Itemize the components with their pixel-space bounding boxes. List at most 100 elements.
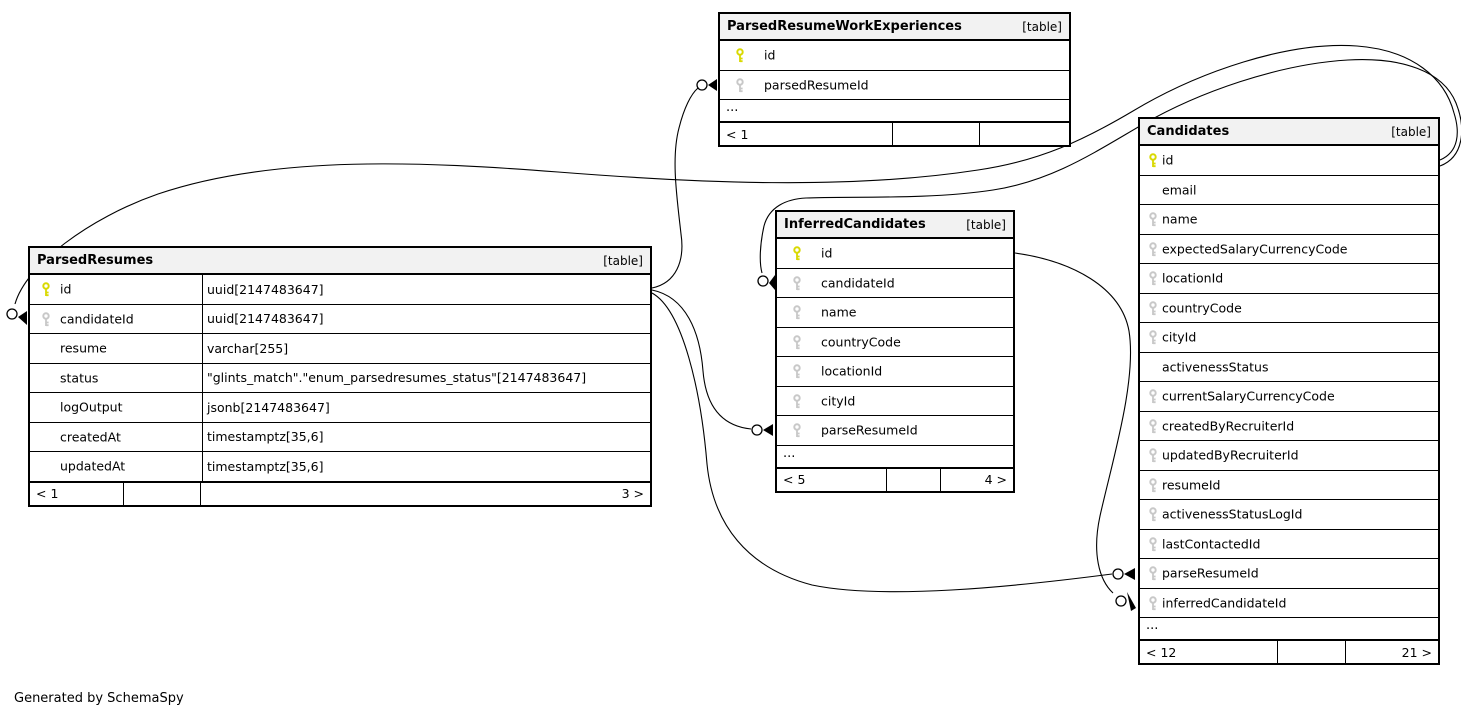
foreign-key-icon	[791, 275, 803, 291]
primary-key-icon	[734, 48, 746, 63]
column-row-parsedresumeid: parsedResumeId	[720, 70, 1069, 100]
edge-inferredcandidates-id-to-candidates-inferredcandidateid	[1014, 252, 1132, 594]
foreign-key-icon	[1147, 300, 1159, 316]
table-name[interactable]: ParsedResumes	[37, 253, 154, 268]
column-name: lastContactedId	[1162, 536, 1261, 552]
fk-connector-circle	[757, 275, 769, 287]
footer-cell-middle	[124, 482, 201, 505]
footer-cell-left: < 1	[30, 482, 125, 505]
column-name: resume	[60, 340, 107, 356]
edge-candidates-id-to-parsedresumes-candidateid	[14, 44, 1458, 305]
column-name: countryCode	[1162, 300, 1242, 316]
column-row-id: id	[720, 41, 1069, 71]
column-name: cityId	[1162, 329, 1197, 345]
foreign-key-icon	[1147, 389, 1159, 404]
column-name: currentSalaryCurrencyCode	[1162, 388, 1335, 404]
column-name: createdAt	[60, 429, 121, 445]
generator-note: Generated by SchemaSpy	[14, 691, 184, 706]
footer-cell-left: < 12	[1140, 641, 1279, 663]
column-name: cityId	[821, 393, 856, 409]
column-row-activenessstatuslogid: activenessStatusLogId	[1140, 500, 1438, 530]
fk-connector-circle	[1112, 568, 1124, 580]
foreign-key-icon	[1147, 507, 1159, 522]
fk-arrowhead	[763, 424, 773, 436]
column-row-inferredcandidateid: inferredCandidateId	[1140, 588, 1438, 618]
column-row-createdat: createdAt timestamptz[35,6]	[30, 422, 650, 452]
column-row-parseresumeid: parseResumeId	[1140, 559, 1438, 589]
edge-parsedresumes-id-to-candidates-parseresumeid	[651, 292, 1113, 593]
foreign-key-icon	[791, 364, 803, 379]
column-row-expectedsalarycurrencycode: expectedSalaryCurrencyCode	[1140, 234, 1438, 264]
table-name[interactable]: ParsedResumeWorkExperiences	[727, 19, 962, 34]
fk-connectors	[6, 79, 1127, 607]
column-row-name: name	[1140, 205, 1438, 235]
footer-cell-middle	[893, 123, 980, 145]
column-row-parseresumeid: parseResumeId	[777, 416, 1013, 446]
foreign-key-icon	[1147, 477, 1159, 493]
foreign-key-icon	[734, 77, 746, 93]
column-name: activenessStatus	[1162, 359, 1269, 375]
primary-key-icon	[1147, 153, 1159, 168]
column-row-candidateid: candidateId	[777, 268, 1013, 298]
column-name: parseResumeId	[1162, 565, 1259, 581]
column-row-resumeid: resumeId	[1140, 470, 1438, 500]
column-type: "glints_match"."enum_parsedresumes_statu…	[202, 363, 650, 392]
column-name: resumeId	[1162, 477, 1221, 493]
foreign-key-icon	[791, 423, 803, 438]
fk-connector-circle	[696, 79, 708, 91]
column-name: inferredCandidateId	[1162, 595, 1287, 611]
table-name[interactable]: InferredCandidates	[784, 217, 926, 232]
column-name: email	[1162, 182, 1197, 198]
column-type: timestamptz[35,6]	[202, 422, 650, 451]
foreign-key-icon	[1147, 536, 1159, 552]
column-row-updatedbyrecruiterid: updatedByRecruiterId	[1140, 441, 1438, 471]
foreign-key-icon	[1147, 241, 1159, 257]
table-header: ParsedResumeWorkExperiences [table]	[720, 14, 1069, 41]
column-row-countrycode: countryCode	[777, 327, 1013, 357]
column-name: status	[60, 370, 99, 386]
footer-cell-right: 3 >	[621, 486, 644, 501]
column-name: name	[1162, 211, 1198, 227]
footer-cell-left: < 1	[720, 123, 893, 145]
table-name[interactable]: Candidates	[1147, 124, 1230, 139]
column-name: name	[821, 304, 857, 320]
column-row-createdbyrecruiterid: createdByRecruiterId	[1140, 411, 1438, 441]
column-name: logOutput	[60, 399, 123, 415]
column-name: updatedByRecruiterId	[1162, 447, 1299, 463]
foreign-key-icon	[1147, 566, 1159, 581]
column-row-email: email	[1140, 175, 1438, 205]
table-type-tag: [table]	[966, 217, 1006, 232]
column-type: jsonb[2147483647]	[202, 393, 650, 422]
ellipsis-text: ...	[726, 100, 739, 115]
more-columns-ellipsis: ...	[1140, 618, 1438, 640]
edge-parsedresumes-id-to-parsedresumeworkexperiences-parsedresumeid	[651, 87, 699, 289]
footer-cell-middle	[1278, 641, 1347, 663]
fk-arrowheads	[18, 79, 1136, 611]
fk-arrowhead	[1127, 592, 1136, 611]
footer-cell-right: 4 >	[984, 472, 1008, 487]
column-name: parseResumeId	[821, 422, 918, 438]
edge-candidates-id-to-inferredcandidates-candidateid	[759, 59, 1461, 274]
ellipsis-text: ...	[1146, 618, 1159, 633]
table-header: Candidates [table]	[1140, 119, 1438, 146]
fk-arrowhead	[1124, 568, 1135, 580]
footer-cell-middle	[887, 468, 942, 491]
fk-arrowhead	[769, 275, 775, 290]
column-type: uuid[2147483647]	[202, 275, 650, 304]
table-type-tag: [table]	[1391, 124, 1431, 139]
table-footer: < 1	[720, 122, 1069, 145]
column-type: timestamptz[35,6]	[202, 452, 650, 481]
table-type-tag: [table]	[1022, 19, 1062, 34]
column-name: id	[764, 47, 776, 63]
column-name: locationId	[1162, 270, 1224, 286]
table-footer: < 1 3 >	[30, 481, 650, 505]
column-name: createdByRecruiterId	[1162, 418, 1295, 434]
column-row-status: status "glints_match"."enum_parsedresumes…	[30, 363, 650, 393]
